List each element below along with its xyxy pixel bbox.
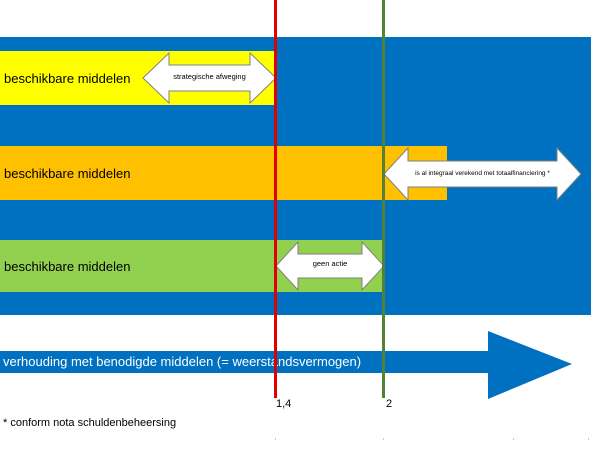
axis-arrow: verhouding met benodigde middelen (= wee… — [0, 331, 572, 399]
axis-dash — [383, 438, 384, 440]
double-arrow-strategic: strategische afweging — [142, 51, 277, 105]
bar-green-label: beschikbare middelen — [4, 258, 131, 274]
axis-dash — [588, 438, 589, 440]
axis-label: verhouding met benodigde middelen (= wee… — [3, 354, 362, 369]
tick-label-2: 2 — [386, 398, 393, 410]
threshold-line-1-4 — [274, 0, 277, 398]
double-arrow-integral-shape — [383, 146, 582, 202]
footnote: * conform nota schuldenbeheersing — [3, 417, 177, 429]
double-arrow-integral-label: is al integraal verekend met totaalfinan… — [415, 170, 550, 177]
threshold-line-2 — [382, 0, 385, 398]
bar-yellow-label: beschikbare middelen — [4, 70, 131, 86]
double-arrow-no-action-label: geen actie — [312, 259, 348, 268]
axis-dash — [513, 438, 514, 440]
axis-arrow-shape — [0, 331, 572, 399]
bar-orange: beschikbare middelen — [0, 146, 447, 200]
bar-orange-label: beschikbare middelen — [4, 165, 131, 181]
axis-dash — [275, 438, 276, 440]
double-arrow-no-action: geen actie — [275, 240, 385, 292]
double-arrow-strategic-label: strategische afweging — [173, 72, 246, 81]
double-arrow-integral: is al integraal verekend met totaalfinan… — [383, 146, 582, 202]
tick-label-1-4: 1,4 — [276, 398, 292, 410]
